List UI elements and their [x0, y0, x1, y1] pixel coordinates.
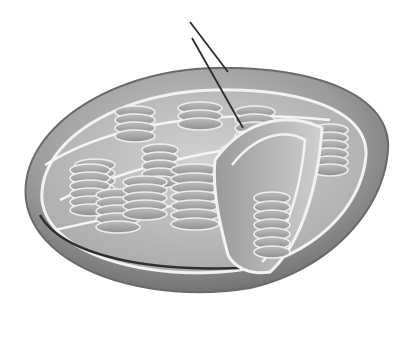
thylakoid-disc — [254, 246, 290, 258]
thylakoid-disc — [178, 118, 222, 130]
thylakoid-disc — [123, 208, 167, 220]
thylakoid-disc — [96, 221, 140, 233]
grana-cut — [254, 192, 290, 258]
thylakoid-disc — [171, 218, 219, 230]
thylakoid-disc — [115, 130, 155, 142]
